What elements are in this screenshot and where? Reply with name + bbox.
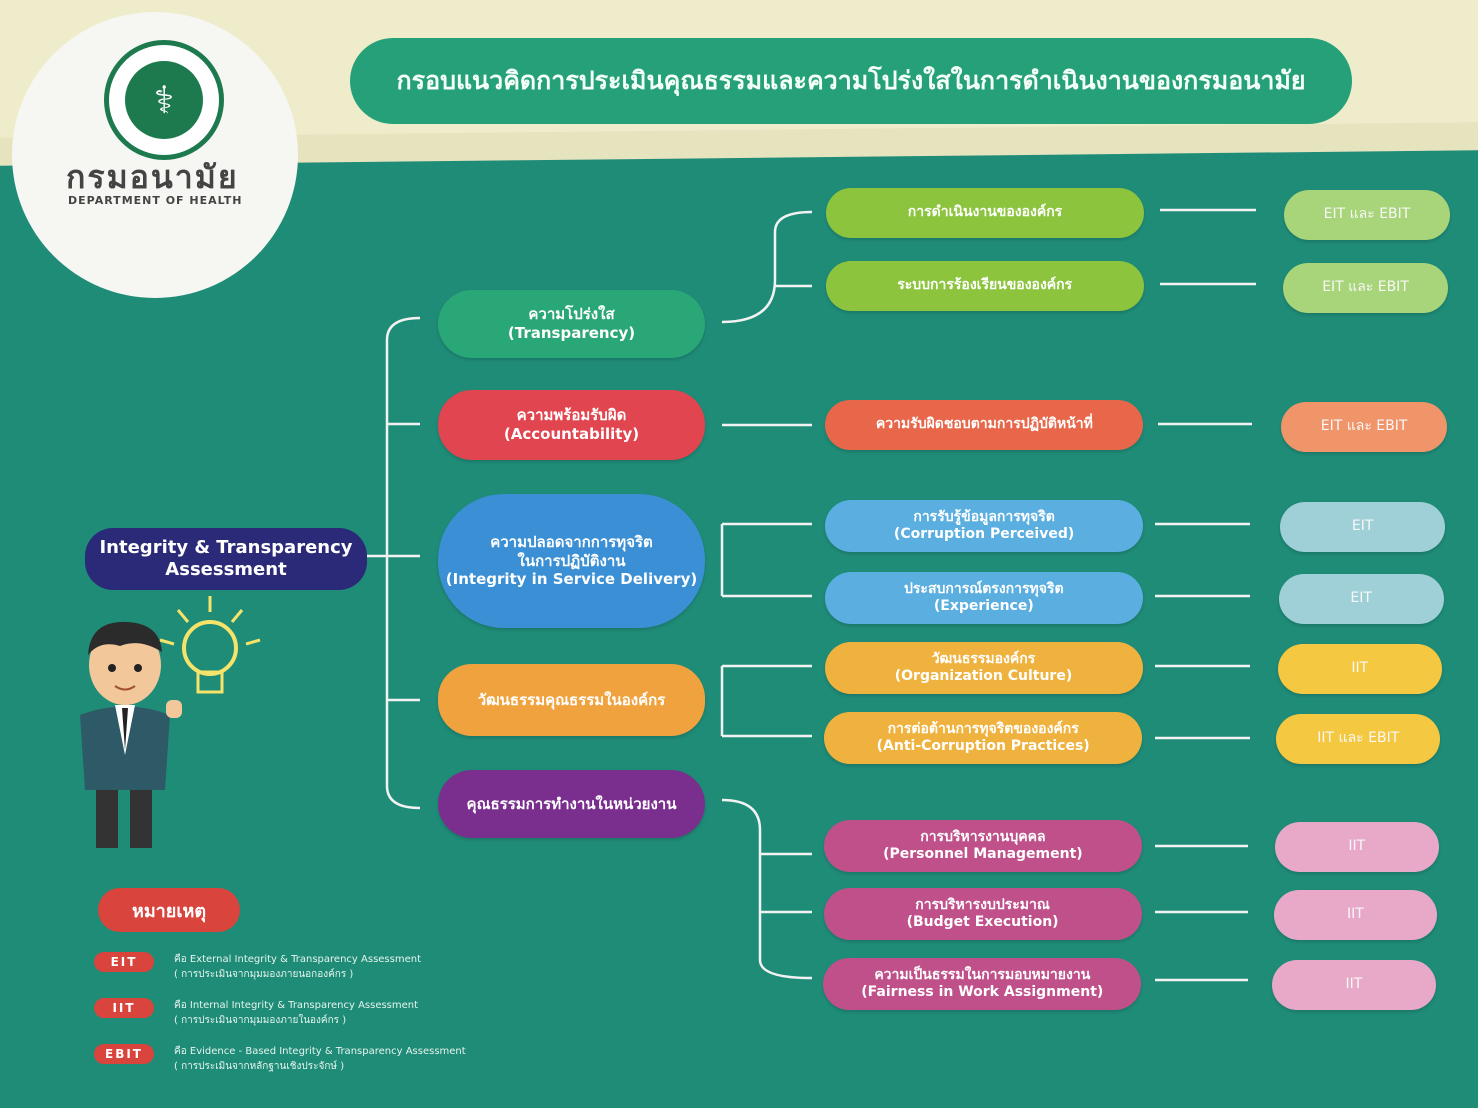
text-line-1: การต่อต้านการทุจริตขององค์กร: [887, 720, 1079, 737]
text-line-1: ความปลอดจากการทุจริต: [490, 532, 653, 551]
text-line-2: ในการปฏิบัติงาน: [517, 551, 626, 570]
root-node-ita: Integrity & Transparency Assessment: [85, 528, 367, 590]
indicator-node: การบริหารงานบุคคล(Personnel Management): [823, 820, 1142, 872]
assessment-tool-tag: IIT: [1273, 890, 1438, 940]
text-line-1: ระบบการร้องเรียนขององค์กร: [897, 277, 1073, 294]
legend-description: คือ External Integrity & Transparency As…: [174, 952, 421, 982]
text-line-1: การดำเนินงานขององค์กร: [907, 204, 1063, 221]
text-line-2: (Anti-Corruption Practices): [876, 738, 1090, 754]
text-line-3: (Integrity in Service Delivery): [445, 570, 698, 589]
text-line-1: ความโปร่งใส: [528, 305, 615, 324]
assessment-tool-tag: IIT และ EBIT: [1276, 714, 1441, 764]
legend-desc-en: คือ Internal Integrity & Transparency As…: [174, 1000, 419, 1011]
assessment-tool-tag: IIT: [1272, 960, 1436, 1010]
indicator-node: วัฒนธรรมองค์กร(Organization Culture): [824, 642, 1143, 694]
indicator-node: ความรับผิดชอบตามการปฏิบัติหน้าที่: [825, 400, 1144, 450]
legend-description: คือ Evidence - Based Integrity & Transpa…: [174, 1044, 466, 1074]
text-line-1: การบริหารงานบุคคล: [920, 828, 1046, 845]
indicator-node: ความเป็นธรรมในการมอบหมายงาน(Fairness in …: [823, 958, 1142, 1010]
logo-name-en: DEPARTMENT OF HEALTH: [68, 194, 243, 207]
text-line-1: วัฒนธรรมคุณธรรมในองค์กร: [477, 690, 666, 709]
assessment-tool-tag: EIT: [1280, 502, 1446, 552]
text-line-1: ความพร้อมรับผิด: [516, 406, 627, 425]
legend-description: คือ Internal Integrity & Transparency As…: [174, 998, 418, 1028]
text-line-2: (Accountability): [503, 425, 640, 443]
text-line-1: คุณธรรมการทำงานในหน่วยงาน: [466, 794, 677, 813]
text-line-2: (Personnel Management): [883, 846, 1083, 862]
text-line-2: (Organization Culture): [894, 668, 1073, 684]
legend-item: EBIT คือ Evidence - Based Integrity & Tra…: [94, 1044, 466, 1074]
dimension-node: คุณธรรมการทำงานในหน่วยงาน: [438, 770, 705, 838]
indicator-node: ประสบการณ์ตรงการทุจริต(Experience): [824, 572, 1143, 624]
legend-desc-th: ( การประเมินจากมุมมองภายในองค์กร ): [174, 1015, 347, 1026]
legend-desc-en: คือ External Integrity & Transparency As…: [174, 954, 421, 965]
text-line-1: ความรับผิดชอบตามการปฏิบัติหน้าที่: [875, 416, 1093, 433]
assessment-tool-tag: EIT: [1278, 574, 1444, 624]
legend-item: IIT คือ Internal Integrity & Transparency…: [94, 998, 418, 1028]
assessment-tool-tag: IIT: [1274, 822, 1439, 872]
page-title: กรอบแนวคิดการประเมินคุณธรรมและความโปร่งใ…: [350, 38, 1352, 124]
text-line-1: ประสบการณ์ตรงการทุจริต: [904, 580, 1064, 597]
text-line-1: การบริหารงบประมาณ: [915, 896, 1050, 913]
root-line1: Integrity & Transparency: [99, 536, 353, 558]
text-line-1: ความเป็นธรรมในการมอบหมายงาน: [874, 966, 1091, 983]
assessment-tool-tag: IIT: [1277, 644, 1442, 694]
legend-desc-en: คือ Evidence - Based Integrity & Transpa…: [174, 1046, 466, 1057]
dimension-node: ความปลอดจากการทุจริตในการปฏิบัติงาน(Inte…: [438, 494, 705, 628]
indicator-node: การต่อต้านการทุจริตขององค์กร(Anti-Corrup…: [824, 712, 1143, 764]
indicator-node: การบริหารงบประมาณ(Budget Execution): [823, 888, 1142, 940]
legend-tag: EBIT: [94, 1044, 154, 1064]
logo-name-th: กรมอนามัย: [66, 158, 239, 196]
root-line2: Assessment: [165, 559, 287, 580]
lightbulb-icon: [182, 620, 238, 676]
legend-tag: EIT: [94, 952, 154, 972]
assessment-tool-tag: EIT และ EBIT: [1284, 190, 1450, 240]
text-line-2: (Fairness in Work Assignment): [861, 984, 1104, 1000]
indicator-node: การดำเนินงานขององค์กร: [826, 188, 1144, 238]
dimension-node: วัฒนธรรมคุณธรรมในองค์กร: [438, 664, 705, 736]
legend-desc-th: ( การประเมินจากหลักฐานเชิงประจักษ์ ): [174, 1061, 345, 1072]
department-logo: ⚕: [12, 12, 298, 298]
indicator-node: ระบบการร้องเรียนขององค์กร: [825, 261, 1144, 311]
legend-desc-th: ( การประเมินจากมุมมองภายนอกองค์กร ): [174, 969, 354, 980]
text-line-1: วัฒนธรรมองค์กร: [931, 650, 1036, 667]
assessment-tool-tag: EIT และ EBIT: [1281, 402, 1447, 452]
legend-tag: IIT: [94, 998, 154, 1018]
ministry-seal-icon: ⚕: [104, 40, 224, 160]
assessment-tool-tag: EIT และ EBIT: [1282, 263, 1449, 313]
legend-item: EIT คือ External Integrity & Transparency…: [94, 952, 421, 982]
text-line-2: (Corruption Perceived): [893, 526, 1075, 542]
dimension-node: ความพร้อมรับผิด(Accountability): [438, 390, 705, 460]
text-line-2: (Experience): [933, 598, 1034, 614]
businessman-illustration-icon: [80, 596, 261, 848]
text-line-2: (Transparency): [507, 324, 636, 342]
legend-title: หมายเหตุ: [98, 888, 240, 932]
text-line-1: การรับรู้ข้อมูลการทุจริต: [913, 508, 1055, 525]
text-line-2: (Budget Execution): [906, 914, 1059, 930]
indicator-node: การรับรู้ข้อมูลการทุจริต(Corruption Perc…: [825, 500, 1144, 552]
dimension-node: ความโปร่งใส(Transparency): [438, 290, 705, 358]
